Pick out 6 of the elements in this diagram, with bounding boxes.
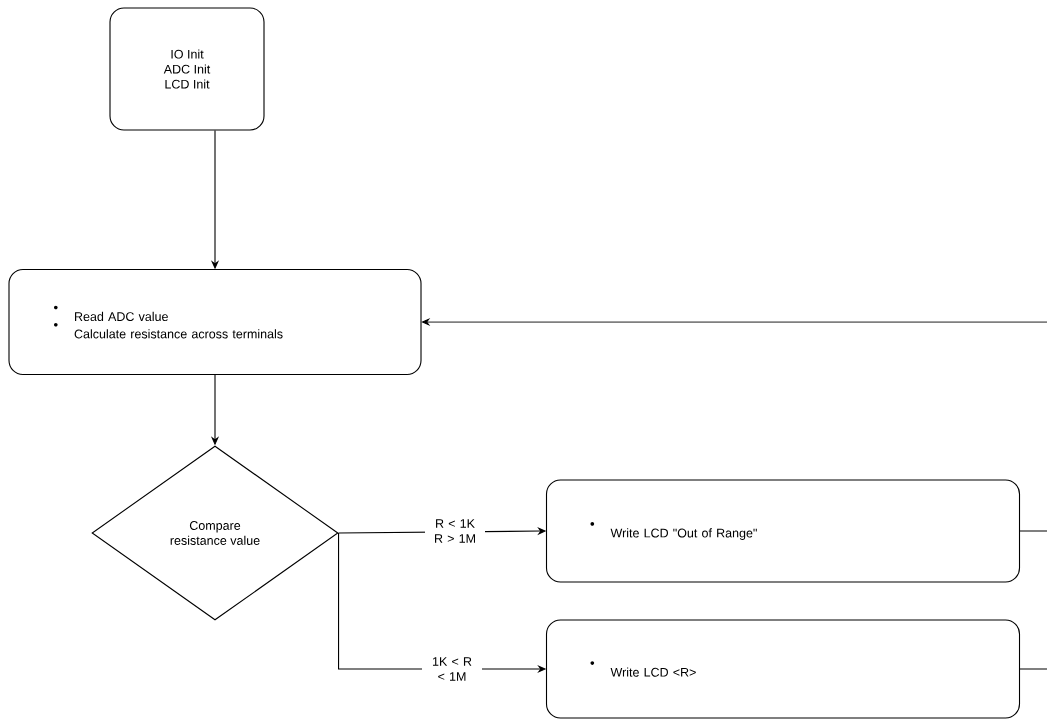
edge-label: R < 1K R > 1M: [425, 518, 485, 544]
process-box: Write LCD <R>: [545, 619, 1021, 719]
process-box: Read ADC value Calculate resistance across terminals: [8, 268, 422, 376]
edge-label: 1K < R < 1M: [422, 656, 482, 682]
process-box: IO Init ADC Init LCD Init: [109, 7, 265, 131]
process-box: Write LCD "Out of Range": [545, 479, 1021, 583]
